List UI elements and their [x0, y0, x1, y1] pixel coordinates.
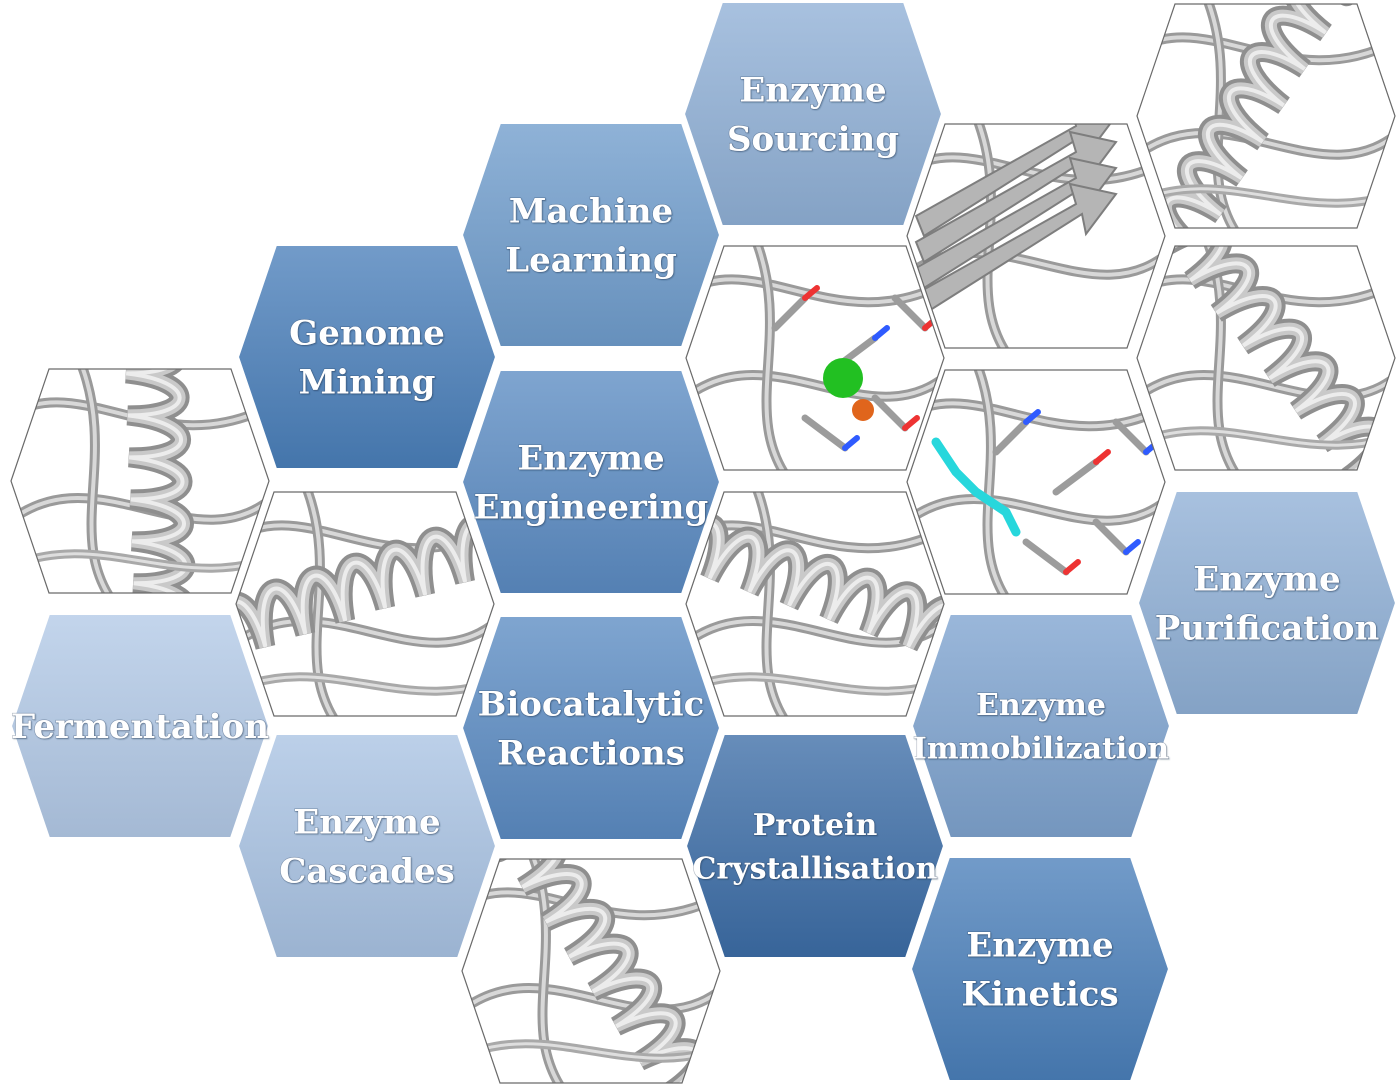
protein-image-center-helix	[685, 491, 945, 717]
topic-label-enzyme-immobilization: Enzyme	[976, 688, 1106, 723]
topic-label-genome-mining: Mining	[299, 363, 436, 403]
topic-label-enzyme-sourcing: Sourcing	[727, 120, 899, 160]
protein-image-ligand	[906, 369, 1166, 595]
protein-image-top-right	[1136, 3, 1396, 229]
topic-label-protein-crystallisation: Protein	[753, 808, 878, 843]
metal-ion-icon	[852, 399, 874, 421]
topic-label-enzyme-engineering: Enzyme	[517, 438, 664, 478]
topic-label-enzyme-immobilization: Immobilization	[913, 731, 1169, 766]
topic-label-biocatalytic-reactions: Reactions	[497, 734, 685, 774]
topic-label-enzyme-engineering: Engineering	[474, 488, 709, 528]
topic-label-machine-learning: Learning	[505, 241, 677, 281]
topic-label-enzyme-purification: Purification	[1155, 609, 1380, 649]
topic-label-protein-crystallisation: Crystallisation	[693, 851, 938, 886]
topic-label-enzyme-sourcing: Enzyme	[739, 70, 886, 110]
topic-label-genome-mining: Genome	[289, 313, 445, 353]
protein-image-bottom-helix	[461, 858, 721, 1084]
topic-label-machine-learning: Machine	[509, 191, 673, 231]
topic-hexagon-fermentation: Fermentation	[9, 613, 271, 839]
topic-label-enzyme-cascades: Cascades	[279, 852, 455, 892]
protein-image-helices-left	[235, 491, 495, 717]
topic-label-enzyme-purification: Enzyme	[1193, 559, 1340, 599]
metal-ion-icon	[823, 358, 863, 398]
topic-label-enzyme-kinetics: Enzyme	[966, 925, 1113, 965]
protein-image-left-helix	[10, 368, 270, 594]
topic-label-enzyme-cascades: Enzyme	[293, 802, 440, 842]
topic-label-fermentation: Fermentation	[11, 707, 269, 747]
protein-image-active-site	[685, 245, 945, 471]
protein-image-beta-sheet	[906, 123, 1166, 349]
topic-label-enzyme-kinetics: Kinetics	[961, 975, 1118, 1015]
protein-image-helix-right	[1136, 245, 1396, 471]
topic-label-biocatalytic-reactions: Biocatalytic	[478, 684, 705, 724]
ligand-molecule-icon	[931, 437, 1021, 537]
